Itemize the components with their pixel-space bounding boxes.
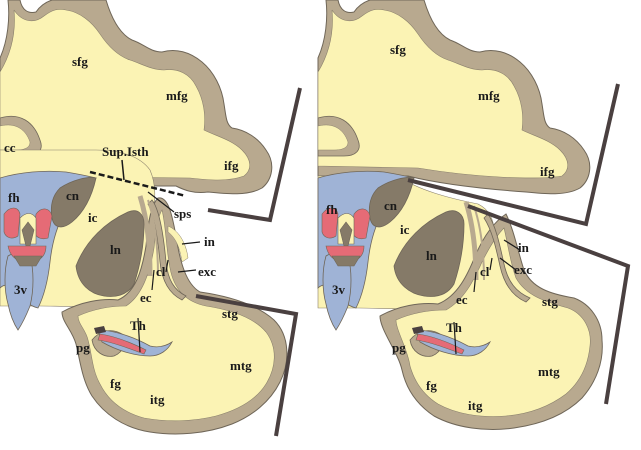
- label-in: in: [204, 234, 216, 249]
- label-fg: fg: [110, 376, 121, 391]
- right-label-ec: ec: [456, 292, 468, 307]
- left-panel: sfg mfg ifg cc fh cn ic ln cl ec in exc …: [0, 0, 302, 437]
- caudate-nucleus: [50, 177, 97, 228]
- right-label-fh: fh: [326, 202, 338, 217]
- label-itg: itg: [150, 392, 165, 407]
- label-mfg: mfg: [166, 88, 188, 103]
- label-mtg: mtg: [230, 358, 252, 373]
- label-cl: cl: [156, 264, 166, 279]
- label-fh: fh: [8, 190, 20, 205]
- label-exc: exc: [198, 264, 216, 279]
- right-label-stg: stg: [542, 294, 558, 309]
- label-sps: sps: [174, 206, 191, 221]
- right-label-sfg: sfg: [390, 42, 406, 57]
- label-ifg: ifg: [224, 158, 239, 173]
- right-label-itg: itg: [468, 398, 483, 413]
- right-label-in: in: [518, 240, 530, 255]
- label-ln: ln: [110, 242, 122, 257]
- right-label-mfg: mfg: [478, 88, 500, 103]
- sup-isth-cut-line: [89, 170, 187, 198]
- right-label-pg: pg: [392, 340, 406, 355]
- upper-retractor-frame: [207, 87, 302, 223]
- label-stg: stg: [222, 306, 238, 321]
- right-upper-retractor-frame: [407, 83, 620, 227]
- thalamus-region: [97, 329, 174, 357]
- label-cn: cn: [66, 188, 80, 203]
- label-ic: ic: [88, 210, 98, 225]
- right-label-3v: 3v: [332, 282, 346, 297]
- label-ec: ec: [140, 290, 152, 305]
- right-label-cn: cn: [384, 198, 398, 213]
- lentiform-nucleus: [75, 210, 145, 297]
- right-label-ifg: ifg: [540, 164, 555, 179]
- label-pg: pg: [76, 340, 90, 355]
- right-panel: sfg mfg ifg fh cn ic ln cl ec in exc stg…: [317, 0, 631, 430]
- temporal-white-matter: [77, 209, 275, 422]
- right-label-exc: exc: [514, 262, 532, 277]
- label-sfg: sfg: [72, 54, 88, 69]
- right-label-ic: ic: [400, 222, 410, 237]
- label-th: Th: [130, 318, 147, 333]
- label-cc: cc: [4, 140, 16, 155]
- right-lower-retractor-frame: [467, 204, 631, 405]
- label-3v: 3v: [14, 282, 28, 297]
- label-sup-isth: Sup.Isth: [102, 144, 149, 159]
- right-label-ln: ln: [426, 248, 438, 263]
- lower-retractor-frame: [195, 294, 299, 437]
- right-label-fg: fg: [426, 378, 437, 393]
- right-label-mtg: mtg: [538, 364, 560, 379]
- right-label-cl: cl: [480, 264, 490, 279]
- right-label-th: Th: [446, 320, 463, 335]
- frontal-white-matter: [0, 8, 251, 181]
